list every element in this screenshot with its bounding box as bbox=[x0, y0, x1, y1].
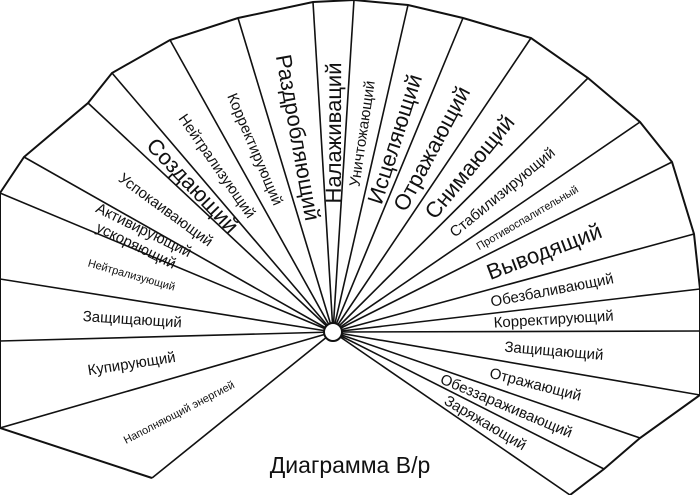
sector-divider bbox=[151, 331, 334, 479]
sector-divider bbox=[332, 4, 409, 333]
sector-divider bbox=[0, 192, 334, 333]
sector-label: Наполняющий энергией bbox=[122, 379, 237, 447]
sector-label-line: Защищающий bbox=[504, 339, 604, 364]
center-hub bbox=[323, 322, 343, 342]
sector-label: Защищающий bbox=[82, 308, 182, 331]
sector-divider bbox=[87, 102, 334, 333]
sector-label: Купирующий bbox=[86, 349, 176, 379]
sector-divider bbox=[0, 278, 334, 333]
sector-divider bbox=[332, 0, 355, 333]
sector-divider bbox=[332, 161, 673, 333]
sector-divider bbox=[0, 331, 334, 342]
sector-divider bbox=[332, 77, 589, 333]
diagram-caption: Диаграмма В/р bbox=[269, 452, 431, 478]
sector-label: Защищающий bbox=[504, 339, 604, 364]
sector-divider bbox=[332, 288, 700, 333]
sector-divider bbox=[23, 156, 334, 333]
sector-divider bbox=[312, 1, 334, 333]
sector-divider bbox=[332, 17, 464, 333]
sector-divider bbox=[332, 331, 700, 396]
sector-label-line: Купирующий bbox=[86, 349, 176, 379]
sector-divider bbox=[0, 331, 334, 429]
sector-label-line: Защищающий bbox=[82, 308, 182, 331]
sector-divider bbox=[111, 72, 334, 333]
sector-divider bbox=[332, 121, 641, 333]
sector-divider bbox=[332, 331, 571, 495]
sector-divider bbox=[332, 37, 532, 333]
sector-divider bbox=[332, 233, 695, 333]
sector-divider bbox=[237, 17, 334, 333]
sector-divider bbox=[332, 331, 641, 439]
sector-divider bbox=[169, 39, 334, 333]
sector-label: Налаживаций bbox=[321, 62, 346, 203]
sector-divider bbox=[332, 330, 700, 333]
sector-label-line: Наполняющий энергией bbox=[122, 379, 237, 447]
sector-divider bbox=[332, 331, 605, 470]
sector-label-line: Налаживаций bbox=[321, 62, 346, 203]
